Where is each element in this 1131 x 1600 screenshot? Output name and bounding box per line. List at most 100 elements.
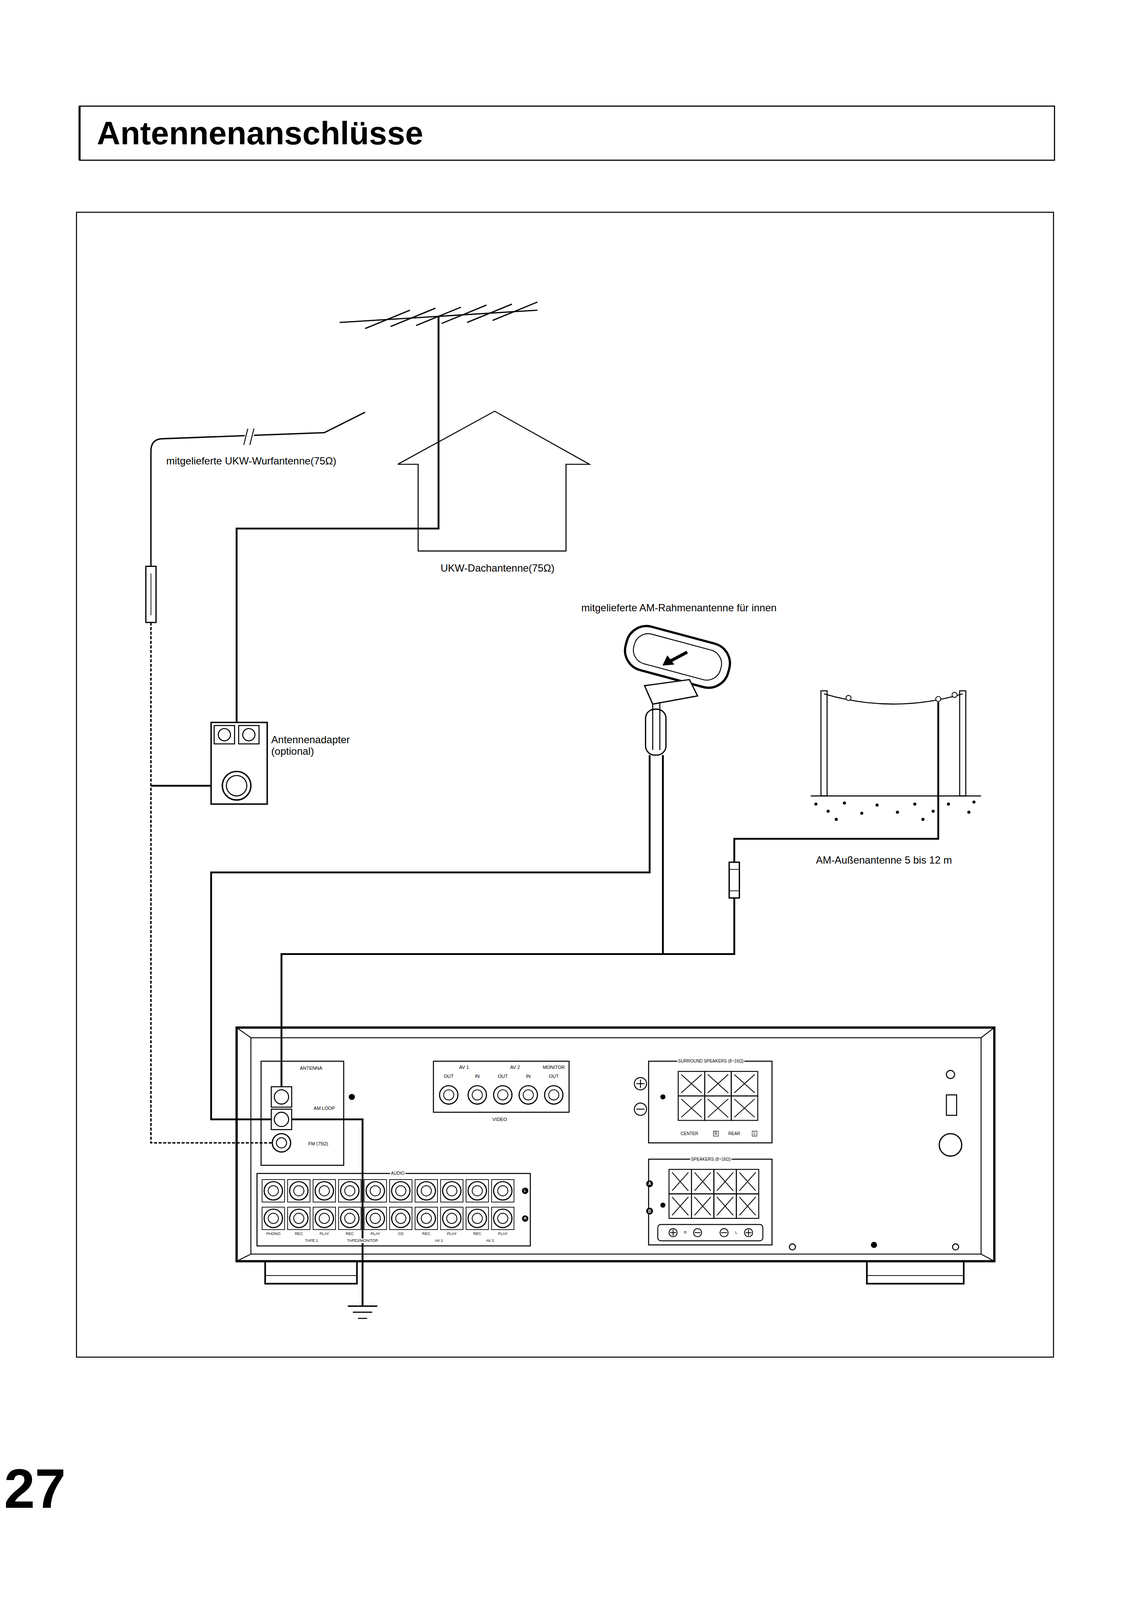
rca-jack-inner — [497, 1185, 508, 1196]
jack-frame — [440, 1206, 464, 1230]
am-outdoor-antenna — [935, 696, 941, 702]
video-jack-inner — [472, 1089, 483, 1100]
receiver-rear-panel — [640, 1079, 642, 1088]
rca-jack — [366, 1181, 385, 1200]
receiver-rear-panel — [636, 1108, 645, 1110]
ground-connection — [352, 1311, 373, 1313]
panel-label: R — [713, 1130, 719, 1137]
roof-antenna-cable — [236, 316, 439, 726]
receiver-rear-panel — [871, 1241, 878, 1248]
am-loop-antenna — [630, 630, 726, 684]
rca-jack — [416, 1209, 436, 1228]
jack-group-label: TAPE2/MONITOR — [346, 1238, 379, 1243]
rca-jack — [493, 1181, 513, 1200]
jack-frame — [415, 1179, 438, 1202]
jack-frame — [338, 1206, 362, 1230]
terminal-mark — [734, 1098, 755, 1117]
rca-jack-inner — [421, 1185, 432, 1196]
terminal-mark — [717, 1171, 734, 1191]
rca-jack-inner — [497, 1212, 508, 1224]
rca-jack — [442, 1181, 461, 1200]
jack-frame — [262, 1206, 285, 1230]
antenna-adapter — [211, 722, 268, 804]
rca-jack-inner — [472, 1185, 483, 1196]
panel-label: VIDEO — [491, 1116, 508, 1123]
jack-label: CD — [397, 1231, 405, 1236]
rca-jack-inner — [472, 1212, 483, 1224]
terminal-mark — [734, 1074, 755, 1093]
rca-jack — [391, 1181, 411, 1200]
jack-label: REC — [294, 1231, 304, 1236]
panel-label: OUT — [548, 1073, 560, 1079]
jack-frame — [389, 1179, 413, 1202]
receiver-rear-panel — [236, 1027, 994, 1261]
rca-jack-inner — [370, 1212, 381, 1224]
am-loop-antenna — [620, 621, 735, 755]
terminal-mark — [707, 1074, 729, 1093]
panel-label: L — [752, 1130, 758, 1137]
panel-connectors — [262, 1071, 759, 1230]
page-frame — [76, 106, 1055, 1358]
video-jack-inner — [443, 1089, 454, 1100]
terminal-mark — [681, 1074, 702, 1093]
rca-jack-inner — [446, 1185, 458, 1196]
panel-heading: AUDIO — [390, 1170, 406, 1176]
antenna-adapter — [222, 771, 251, 800]
terminal-mark — [681, 1098, 702, 1117]
jack-group-label: TAPE 1 — [304, 1238, 319, 1243]
am-outdoor-antenna — [947, 802, 951, 806]
am-outdoor-antenna — [921, 817, 925, 821]
panel-label: OUT — [443, 1073, 455, 1079]
panel-label: IN — [524, 1073, 532, 1079]
yagi-antenna — [466, 303, 512, 323]
receiver-rear-panel — [236, 1253, 251, 1262]
rca-jack-inner — [268, 1212, 279, 1224]
receiver-rear-panel — [271, 1086, 292, 1108]
rca-jack — [264, 1209, 283, 1228]
rca-jack-inner — [293, 1212, 304, 1224]
am-loop-antenna — [645, 708, 667, 755]
receiver-rear-panel — [693, 1228, 702, 1237]
terminal-mark — [672, 1196, 689, 1216]
receiver-rear-panel — [789, 1243, 796, 1250]
antenna-adapter — [214, 725, 235, 744]
jack-label: PLAY — [445, 1231, 458, 1236]
yagi-antenna — [364, 310, 410, 329]
receiver-rear-panel — [276, 1137, 287, 1148]
receiver-rear-panel — [660, 1094, 666, 1100]
receiver-rear-panel — [261, 1061, 344, 1166]
page-number: 27 — [4, 1456, 67, 1521]
receiver-rear-panel — [720, 1232, 727, 1234]
receiver-rear-panel — [669, 1228, 678, 1237]
receiver-rear-panel — [236, 1027, 251, 1038]
receiver-rear-panel — [719, 1228, 729, 1237]
rca-jack — [493, 1209, 513, 1228]
rca-jack-inner — [446, 1212, 458, 1224]
receiver-rear-panel — [648, 1158, 773, 1245]
jack-frame — [338, 1179, 362, 1202]
video-jack-inner — [523, 1089, 534, 1100]
receiver-rear-panel — [265, 1260, 357, 1284]
terminal-mark — [694, 1171, 711, 1191]
receiver-rear-panel — [748, 1229, 750, 1236]
am-outdoor-antenna — [814, 802, 818, 806]
am-outdoor-antenna — [967, 810, 971, 814]
receiver-rear-panel — [648, 1061, 773, 1143]
terminal-mark — [717, 1171, 734, 1191]
am-outdoor-antenna — [972, 800, 976, 804]
jack-frame — [364, 1206, 387, 1230]
am-loop-antenna — [662, 654, 677, 669]
speaker-set-badge: B — [646, 1207, 653, 1215]
terminal-mark — [734, 1098, 755, 1117]
receiver-rear-panel — [634, 1077, 647, 1090]
jack-label: PLAY — [497, 1231, 509, 1236]
receiver-rear-panel — [672, 1229, 674, 1236]
panel-label: MONITOR — [542, 1064, 566, 1070]
yagi-antenna — [492, 302, 538, 321]
speaker-terminal — [736, 1193, 759, 1219]
am-outdoor-antenna — [729, 862, 740, 898]
speaker-terminal — [704, 1095, 732, 1120]
speaker-terminal — [678, 1071, 705, 1096]
rca-jack — [289, 1181, 309, 1200]
receiver-rear-panel — [433, 1061, 570, 1113]
